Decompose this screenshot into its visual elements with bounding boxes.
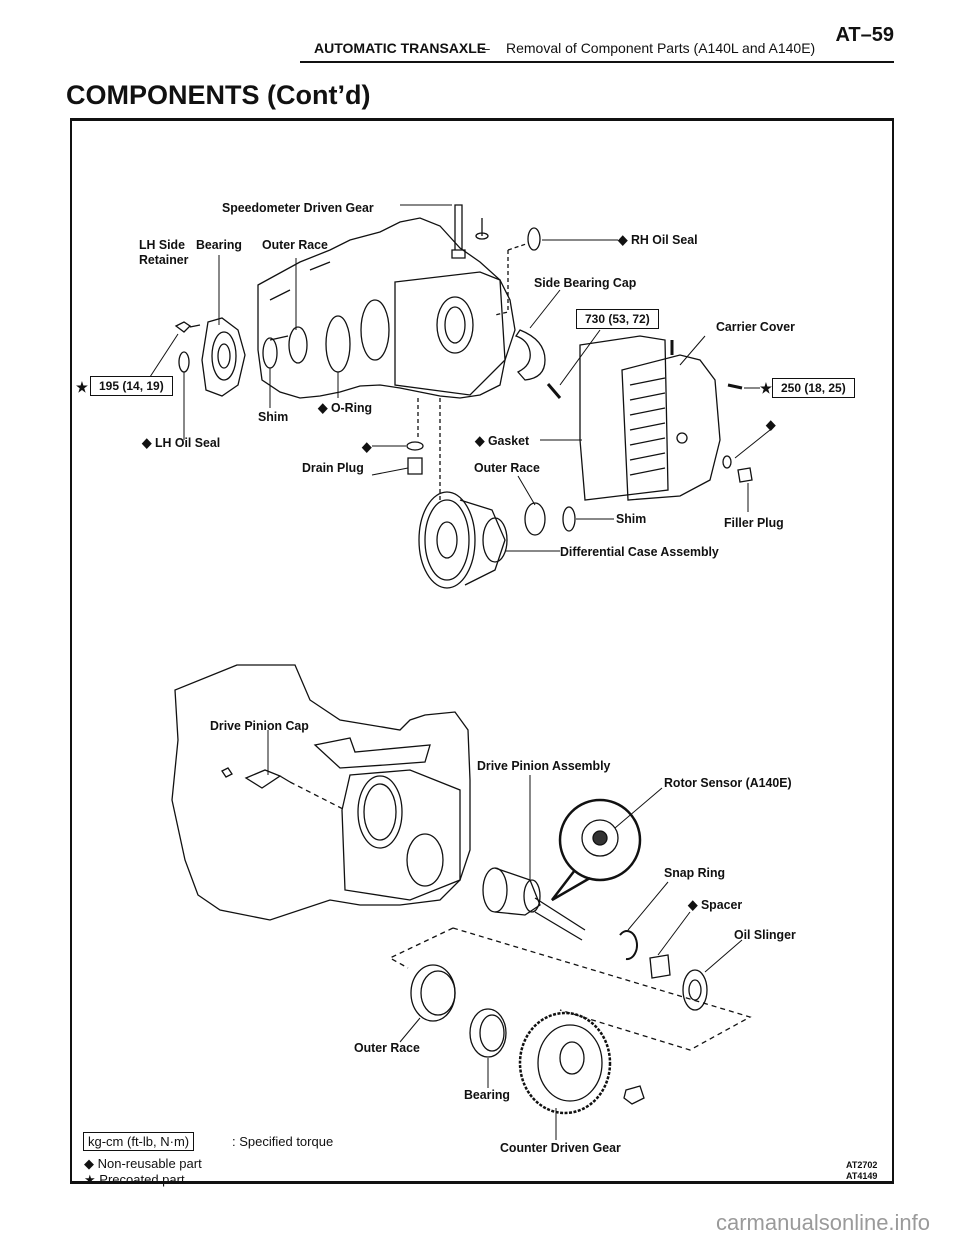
label-o-ring: ◆ O-Ring <box>318 400 373 415</box>
non-reusable-icon: ◆ <box>618 232 628 247</box>
label-bearing-upper: Bearing <box>196 237 242 252</box>
precoated-icon: ★ <box>84 1172 96 1187</box>
figure-code: AT2702 <box>846 1160 878 1170</box>
bearing-drawing <box>469 1008 507 1058</box>
o-ring-drawing <box>325 315 351 373</box>
speedometer-gear-drawing <box>451 204 466 259</box>
label-rh-oil-seal: ◆ RH Oil Seal <box>618 232 698 247</box>
outer-race-lower-drawing <box>410 964 456 1022</box>
watermark: carmanualsonline.info <box>716 1210 931 1235</box>
label-lh-side-1: LH Side <box>139 237 185 252</box>
label-bearing-lower: Bearing <box>464 1087 510 1102</box>
label-speedometer-driven-gear: Speedometer Driven Gear <box>222 200 374 215</box>
lh-oil-seal-drawing <box>178 351 190 373</box>
non-reusable-icon: ◆ <box>766 417 776 432</box>
page-heading: COMPONENTS (Cont’d) <box>66 80 371 110</box>
drain-gasket-drawing <box>406 441 424 451</box>
label-filler-plug: Filler Plug <box>724 515 784 530</box>
side-bearing-cap-drawing <box>514 329 546 381</box>
pinion-cap-bolt-drawing <box>221 767 233 778</box>
outer-race-mid-drawing <box>524 502 546 536</box>
torque-cover-bolt: 250 (18, 25) <box>772 378 855 398</box>
transaxle-case-drawing <box>257 217 516 399</box>
non-reusable-icon: ◆ <box>688 897 698 912</box>
label-outer-race-top: Outer Race <box>262 237 328 252</box>
label-lh-side-2: Retainer <box>139 252 189 267</box>
non-reusable-icon: ◆ <box>318 400 328 415</box>
legend-non-reusable: ◆ Non-reusable part <box>84 1156 202 1171</box>
filler-gasket-drawing <box>722 455 732 469</box>
transaxle-case-lower-drawing <box>171 664 471 921</box>
label-drive-pinion-assembly: Drive Pinion Assembly <box>477 758 611 773</box>
shim-right-drawing <box>562 506 576 532</box>
label-outer-race-lower: Outer Race <box>354 1040 420 1055</box>
rotor-sensor-detail-drawing <box>551 798 642 902</box>
non-reusable-icon: ◆ <box>362 439 372 454</box>
legend-precoated: ★ Precoated part <box>84 1172 185 1187</box>
section-subtitle: Removal of Component Parts (A140L and A1… <box>506 40 816 56</box>
torque-retainer-bolt: 195 (14, 19) <box>90 376 173 396</box>
label-lh-oil-seal: ◆ LH Oil Seal <box>142 435 221 450</box>
carrier-cover-drawing <box>621 354 721 501</box>
label-spacer: ◆ Spacer <box>688 897 743 912</box>
counter-driven-gear-drawing <box>518 1011 612 1115</box>
snap-ring-drawing <box>619 930 638 961</box>
oil-slinger-drawing <box>682 969 708 1011</box>
figure-code: AT4149 <box>846 1171 878 1181</box>
outer-race-drawing <box>288 326 308 364</box>
non-reusable-icon: ◆ <box>475 433 485 448</box>
cover-bolt-drawing <box>727 383 743 390</box>
label-shim-left: Shim <box>258 409 289 424</box>
label-oil-slinger: Oil Slinger <box>734 927 796 942</box>
figure-codes: AT2702 AT4149 <box>846 1160 877 1182</box>
lh-side-bearing-retainer-drawing <box>201 317 246 397</box>
label-differential-case-assembly: Differential Case Assembly <box>560 544 719 559</box>
drive-pinion-cap-drawing <box>244 769 291 789</box>
diagram-frame <box>70 118 894 1184</box>
spacer-drawing <box>649 954 671 979</box>
page-header: AUTOMATIC TRANSAXLE – Removal of Compone… <box>300 22 894 63</box>
non-reusable-icon: ◆ <box>84 1156 94 1171</box>
nut-drawing <box>623 1085 645 1105</box>
page-number: AT–59 <box>835 24 894 46</box>
label-shim-right: Shim <box>616 511 647 526</box>
speedometer-bolt-drawing <box>475 218 489 240</box>
label-outer-race-mid: Outer Race <box>474 460 540 475</box>
drive-pinion-assembly-drawing <box>482 867 586 941</box>
drain-plug-drawing <box>407 457 423 475</box>
non-reusable-icon: ◆ <box>142 435 152 450</box>
header-separator: – <box>482 40 490 56</box>
lower-leader-lines <box>267 730 743 1140</box>
torque-cap-bolt: 730 (53, 72) <box>576 309 659 329</box>
label-drive-pinion-cap: Drive Pinion Cap <box>210 718 309 733</box>
retainer-bolt-drawing <box>174 321 201 333</box>
rh-oil-seal-drawing <box>527 227 541 251</box>
precoated-icon: ★ <box>76 379 88 395</box>
legend-torque-desc: : Specified torque <box>232 1134 334 1149</box>
precoated-icon: ★ <box>760 380 772 396</box>
label-carrier-cover: Carrier Cover <box>716 319 795 334</box>
label-counter-driven-gear: Counter Driven Gear <box>500 1140 621 1155</box>
cap-bolt-drawing <box>546 383 562 399</box>
label-rotor-sensor: Rotor Sensor (A140E) <box>664 775 792 790</box>
header-rule <box>300 61 894 63</box>
upper-leader-lines <box>147 204 771 552</box>
filler-plug-drawing <box>737 467 753 483</box>
label-side-bearing-cap: Side Bearing Cap <box>534 275 637 290</box>
differential-case-drawing <box>418 491 508 589</box>
legend-torque-box: kg-cm (ft-lb, N·m) <box>83 1132 195 1151</box>
label-gasket: ◆ Gasket <box>475 433 530 448</box>
shim-drawing <box>262 337 278 369</box>
label-drain-plug: Drain Plug <box>302 460 364 475</box>
label-snap-ring: Snap Ring <box>664 865 726 880</box>
section-title: AUTOMATIC TRANSAXLE <box>314 40 487 56</box>
